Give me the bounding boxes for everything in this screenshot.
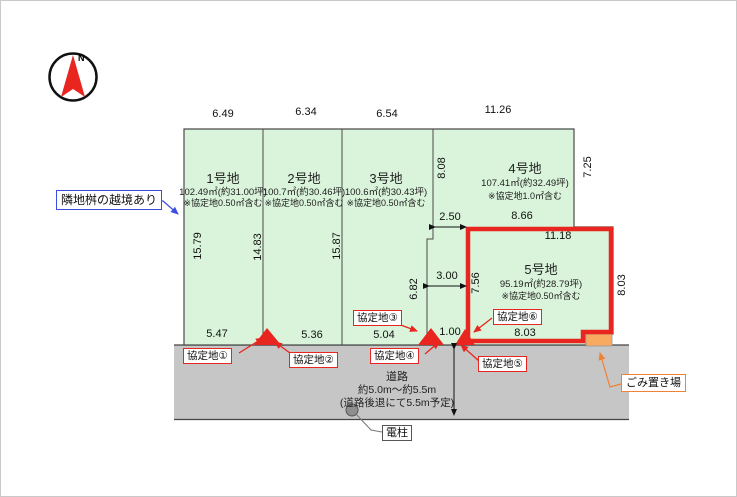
dim-plot5-right: 8.03 xyxy=(616,274,628,296)
plot2-name: 2号地 xyxy=(287,171,321,186)
plot1-area: 102.49㎡(約31.00坪) xyxy=(179,187,267,198)
dim-plot1-top: 6.49 xyxy=(212,108,234,120)
agreement-triangle-3-4 xyxy=(418,328,444,345)
dim-plot2-left: 14.83 xyxy=(252,233,264,261)
plot4-note: ※協定地1.0㎡含む xyxy=(487,191,563,201)
plot5-name: 5号地 xyxy=(524,262,558,277)
dim-plot3-bottom: 5.04 xyxy=(373,329,395,341)
dim-plot4-top: 11.26 xyxy=(484,104,512,116)
road-width-text: 約5.0m～約5.5m xyxy=(357,384,437,396)
dim-plot5-top: 11.18 xyxy=(544,230,572,242)
utility-pole-marker xyxy=(345,403,359,417)
dim-plot1-left: 15.79 xyxy=(192,232,204,260)
agreement-label-1: 協定地① xyxy=(183,348,232,364)
dim-plot1-bottom: 5.47 xyxy=(206,328,228,340)
dim-plot2-top: 6.34 xyxy=(295,106,317,118)
plot3-note: ※協定地0.50㎡含む xyxy=(346,198,426,208)
plot5-area: 95.19㎡(約28.79坪) xyxy=(499,279,583,290)
dim-plot4-left: 8.08 xyxy=(436,157,448,179)
garbage-label: ごみ置き場 xyxy=(621,374,686,392)
dim-plot2-bottom: 5.36 xyxy=(301,329,323,341)
plot3-name: 3号地 xyxy=(369,171,403,186)
garbage-spot xyxy=(585,333,613,347)
road-setback-note: (道路後退にて5.5m予定) xyxy=(339,397,455,409)
agreement-label-3: 協定地③ xyxy=(353,310,402,326)
dim-plot5-left: 7.56 xyxy=(470,272,482,294)
dim-plot4-bottom: 8.66 xyxy=(511,210,533,222)
dim-plot3-top: 6.54 xyxy=(376,108,398,120)
plot1-note: ※協定地0.50㎡含む xyxy=(183,198,263,208)
dim-plot4-right: 7.25 xyxy=(582,156,594,178)
plot4-name: 4号地 xyxy=(508,161,542,176)
boundary-plot3-4 xyxy=(426,129,434,345)
plot2-area: 100.7㎡(約30.46坪) xyxy=(262,187,346,198)
pole-leader-line xyxy=(355,413,383,433)
arrow-garbage xyxy=(598,352,622,388)
dim-plot3-left: 15.87 xyxy=(331,232,343,260)
plot5-note: ※協定地0.50㎡含む xyxy=(501,291,581,301)
dim-corner-width: 1.00 xyxy=(439,326,461,338)
agreement-label-6: 協定地⑥ xyxy=(493,309,542,325)
arrow-agreement-1 xyxy=(238,337,264,354)
neighbor-note: 隣地桝の越境あり xyxy=(56,190,163,210)
plot1-name: 1号地 xyxy=(206,171,240,186)
agreement-label-4: 協定地④ xyxy=(370,348,419,364)
plot2-note: ※協定地0.50㎡含む xyxy=(264,198,344,208)
arrow-agreement-4 xyxy=(424,341,440,355)
dim-strip-height: 6.82 xyxy=(408,278,420,300)
pole-label: 電柱 xyxy=(382,425,412,441)
compass-north-label: N xyxy=(78,53,85,63)
dim-offset-lower: 3.00 xyxy=(436,270,458,282)
arrow-agreement-6 xyxy=(473,317,493,333)
plot3-area: 100.6㎡(約30.43坪) xyxy=(344,187,428,198)
dim-plot5-bottom: 8.03 xyxy=(514,327,536,339)
agreement-triangle-5-6 xyxy=(455,329,475,345)
dim-offset-upper: 2.50 xyxy=(439,211,461,223)
agreement-label-5: 協定地⑤ xyxy=(478,356,527,372)
agreement-label-2: 協定地② xyxy=(289,352,338,368)
arrow-agreement-5 xyxy=(460,344,480,362)
compass xyxy=(48,52,98,102)
road-label: 道路 xyxy=(386,371,408,383)
plot4-area: 107.41㎡(約32.49坪) xyxy=(481,178,569,189)
compass-needle-icon xyxy=(61,55,85,97)
